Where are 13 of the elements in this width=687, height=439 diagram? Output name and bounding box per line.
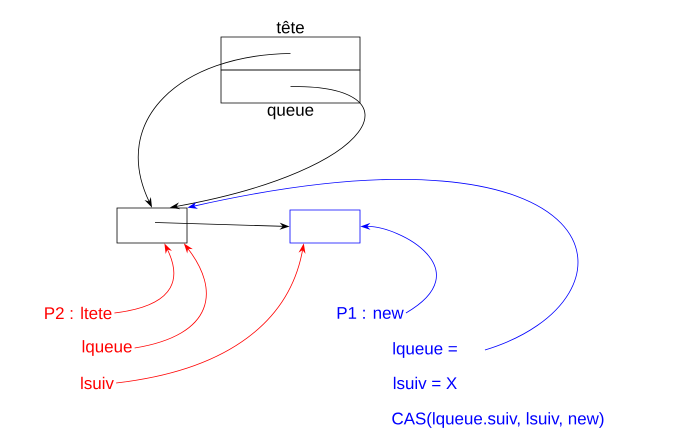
list-node-box [116,208,188,244]
variable-label: lsuiv [81,376,114,390]
variable-label: lqueue = [393,342,457,358]
variable-label: P2 : ltete [45,306,112,320]
list-node-box [290,210,360,244]
code-line: CAS(lqueue.suiv, lsuiv, new) [392,412,604,428]
node-label: tête [276,20,304,34]
variable-label: lqueue [82,340,132,356]
record-field: queue [220,70,360,120]
code-line: lsuiv = X [394,376,457,390]
record-field: tête [220,20,360,70]
variable-label: P1 : new [338,307,404,319]
node-label: queue [268,106,314,120]
